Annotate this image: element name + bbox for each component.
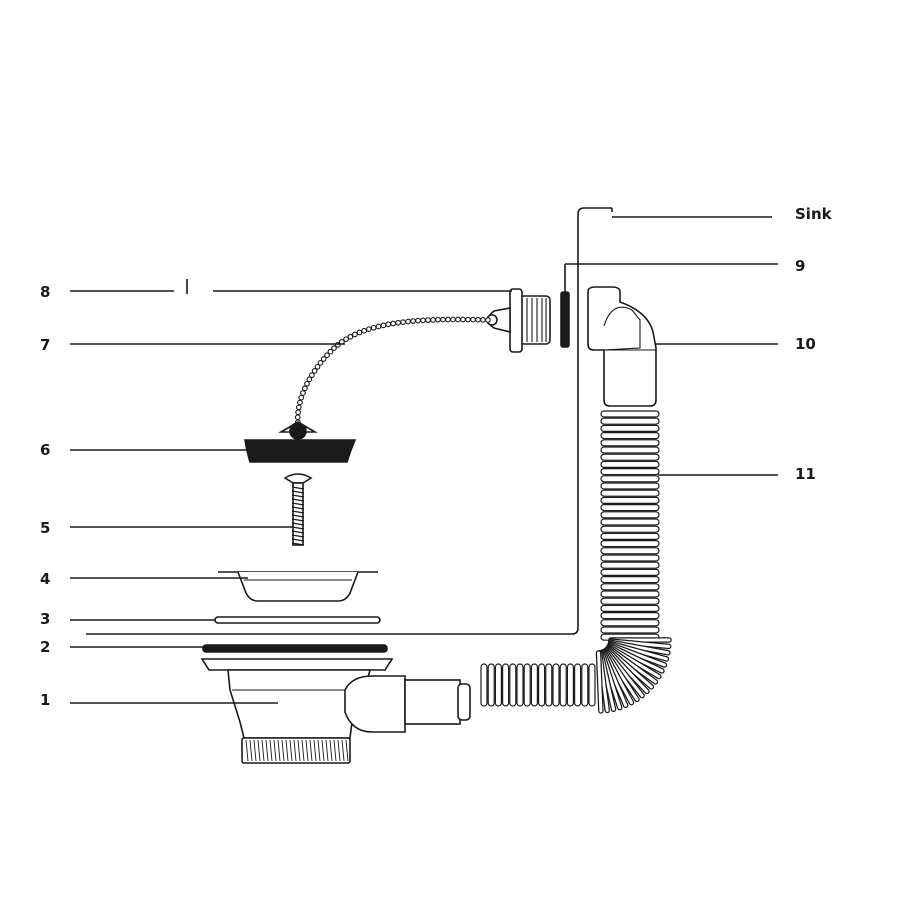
- label-5: 5: [40, 519, 50, 537]
- part-10-overflow-elbow: [587, 286, 657, 407]
- leader-lines: [70, 216, 778, 704]
- part-5-screw: [283, 473, 313, 546]
- part-11-corrugated-hose: [480, 410, 672, 714]
- label-10: 10: [795, 335, 816, 353]
- label-4: 4: [40, 570, 50, 588]
- part-4-strainer-basket: [218, 571, 378, 602]
- part-2-rubber-gasket: [202, 644, 388, 653]
- label-6: 6: [40, 441, 50, 459]
- label-2: 2: [40, 638, 50, 656]
- label-8: 8: [40, 283, 50, 301]
- label-11: 11: [795, 465, 816, 483]
- part-labels: Sink 9 8 7 10 6 11 5 4 3 2 1: [40, 205, 833, 709]
- part-3-flat-washer: [214, 616, 381, 624]
- label-7: 7: [40, 336, 50, 354]
- label-sink: Sink: [795, 205, 833, 223]
- sink-outline: [86, 207, 613, 635]
- label-3: 3: [40, 610, 50, 628]
- label-1: 1: [40, 691, 50, 709]
- part-9-overflow-gasket: [560, 291, 570, 348]
- part-8-overflow-grate: [486, 288, 551, 353]
- part-1-drain-body: [200, 658, 471, 764]
- label-9: 9: [795, 257, 805, 275]
- part-6-rubber-plug: [244, 421, 357, 463]
- part-7-chain: [294, 316, 491, 426]
